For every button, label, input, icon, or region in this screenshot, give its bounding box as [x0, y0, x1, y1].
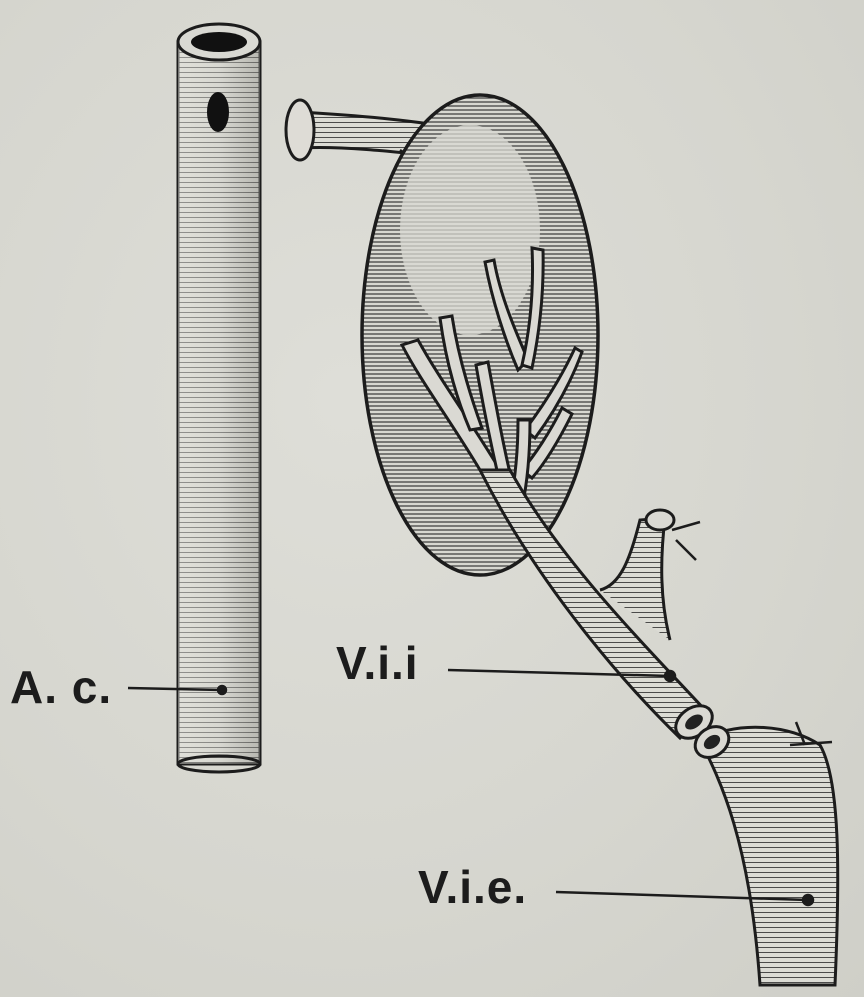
artery-tube [178, 24, 260, 772]
label-artery: A. c. [10, 660, 112, 714]
organ-body [362, 95, 598, 575]
vein-external [689, 720, 838, 985]
label-vein-internal: V.i.i [336, 636, 419, 690]
vein-internal [480, 470, 718, 745]
label-vein-external: V.i.e. [418, 860, 527, 914]
